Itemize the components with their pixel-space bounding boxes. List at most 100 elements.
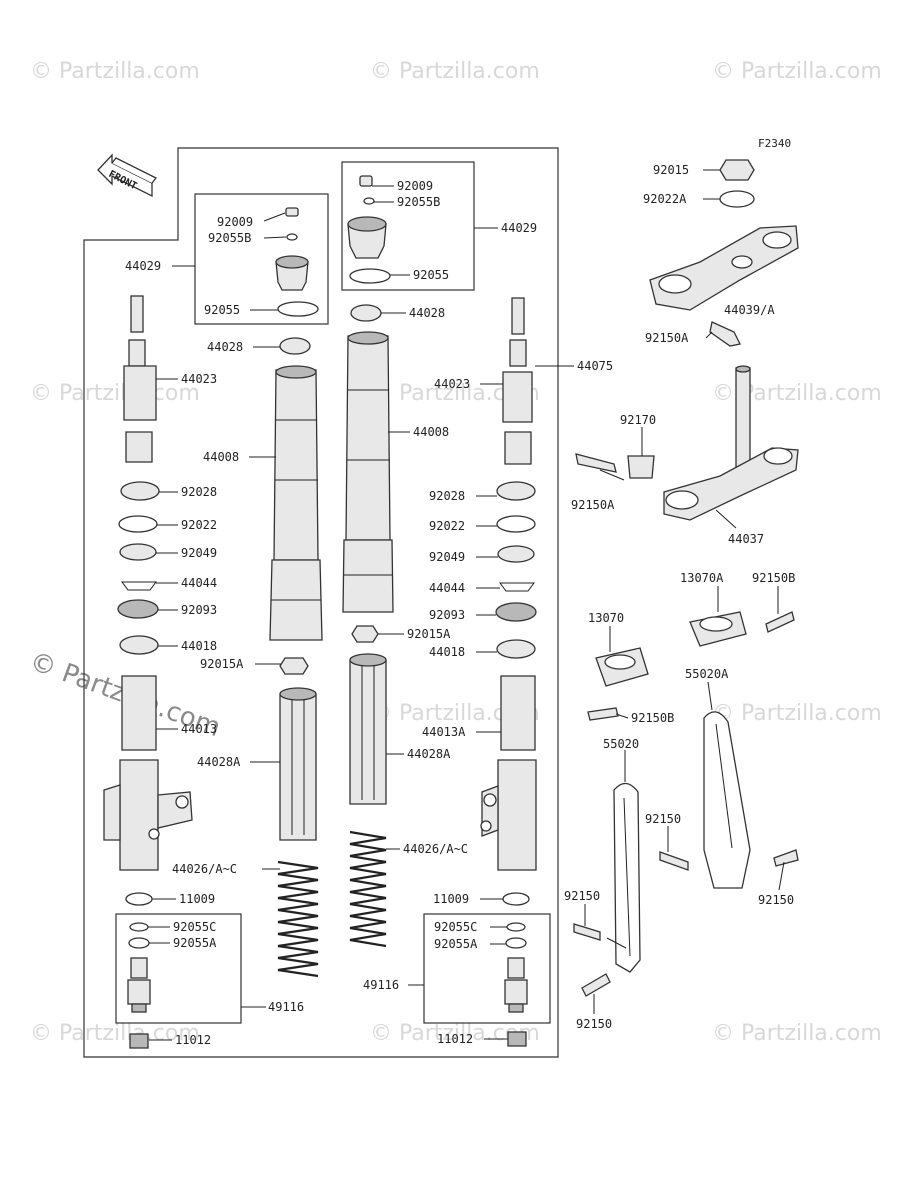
label-92055-left[interactable]: 92055 <box>204 303 240 317</box>
fork-guard-55020A-icon <box>703 711 751 889</box>
label-44013[interactable]: 44013 <box>181 722 217 736</box>
outer-tube-right-icon <box>342 331 394 613</box>
figure-code: F2340 <box>758 137 791 150</box>
label-92150-a[interactable]: 92150 <box>645 812 681 826</box>
label-92150B-top[interactable]: 92150B <box>752 571 795 585</box>
label-92093-right[interactable]: 92093 <box>429 608 465 622</box>
label-92150-c[interactable]: 92150 <box>564 889 600 903</box>
label-49116-right[interactable]: 49116 <box>363 978 399 992</box>
label-92150B-mid[interactable]: 92150B <box>631 711 674 725</box>
label-44029-right[interactable]: 44029 <box>501 221 537 235</box>
bolt-92150A-mid-icon <box>575 453 617 473</box>
bolt-92150-b-icon <box>773 849 799 867</box>
label-92170[interactable]: 92170 <box>620 413 656 427</box>
inner-tube-right-icon <box>480 675 537 871</box>
label-44008-right[interactable]: 44008 <box>413 425 449 439</box>
nut-92015A-left-icon <box>279 657 309 675</box>
valve-body-left-icon <box>127 957 151 1013</box>
ring-44028-left-icon <box>279 337 311 355</box>
label-44013A[interactable]: 44013A <box>422 725 466 739</box>
label-44029-left[interactable]: 44029 <box>125 259 161 273</box>
label-44044-right[interactable]: 44044 <box>429 581 465 595</box>
label-92055C-left[interactable]: 92055C <box>173 920 216 934</box>
upper-clamp-44039-icon <box>649 225 799 311</box>
label-92049-right[interactable]: 92049 <box>429 550 465 564</box>
label-44018-right[interactable]: 44018 <box>429 645 465 659</box>
label-92009-right[interactable]: 92009 <box>397 179 433 193</box>
label-44028-right[interactable]: 44028 <box>409 306 445 320</box>
label-44018-left[interactable]: 44018 <box>181 639 217 653</box>
cap-11012-left-icon <box>129 1033 149 1049</box>
label-44023-left[interactable]: 44023 <box>181 372 217 386</box>
label-92022A[interactable]: 92022A <box>643 192 687 206</box>
bolt-92150B-top-icon <box>765 611 795 633</box>
front-arrow-icon: FRONT <box>97 153 158 198</box>
valve-box-right <box>423 913 551 1024</box>
label-44075[interactable]: 44075 <box>577 359 613 373</box>
label-92009-left[interactable]: 92009 <box>217 215 253 229</box>
clip-44044-right-icon <box>499 582 535 592</box>
ring-44028-right-icon <box>350 304 382 322</box>
label-13070A[interactable]: 13070A <box>680 571 724 585</box>
nut-92015A-right-icon <box>351 625 379 643</box>
label-11009-right[interactable]: 11009 <box>433 892 469 906</box>
label-44026-left[interactable]: 44026/A~C <box>172 862 237 876</box>
label-44008-left[interactable]: 44008 <box>203 450 239 464</box>
label-92049-left[interactable]: 92049 <box>181 546 217 560</box>
bolt-92150B-mid-icon <box>587 707 619 721</box>
label-13070[interactable]: 13070 <box>588 611 624 625</box>
fork-assembly-frame <box>83 147 559 1058</box>
cap-11012-right-icon <box>507 1031 527 1047</box>
label-44028-left[interactable]: 44028 <box>207 340 243 354</box>
oring-92055A-left-icon <box>128 937 150 949</box>
label-92150-b[interactable]: 92150 <box>758 893 794 907</box>
label-44026-right[interactable]: 44026/A~C <box>403 842 468 856</box>
bolt-92150-d-icon <box>581 973 611 997</box>
label-92028-left[interactable]: 92028 <box>181 485 217 499</box>
seal-92093-left-icon <box>117 599 159 619</box>
label-44028A-left[interactable]: 44028A <box>197 755 241 769</box>
label-92055C-right[interactable]: 92055C <box>434 920 477 934</box>
label-92093-left[interactable]: 92093 <box>181 603 217 617</box>
leader-lines <box>148 169 785 1041</box>
label-44037[interactable]: 44037 <box>728 532 764 546</box>
label-11012-left[interactable]: 11012 <box>175 1033 211 1047</box>
label-92015[interactable]: 92015 <box>653 163 689 177</box>
label-92028-right[interactable]: 92028 <box>429 489 465 503</box>
label-55020A[interactable]: 55020A <box>685 667 729 681</box>
bolt-92150A-top-icon <box>709 321 741 347</box>
bolt-92150-a-icon <box>659 851 689 871</box>
label-49116-left[interactable]: 49116 <box>268 1000 304 1014</box>
damper-rod-right-icon <box>502 297 533 465</box>
label-92015A-right[interactable]: 92015A <box>407 627 451 641</box>
damper-rod-left-icon <box>123 295 157 463</box>
label-92150A-top[interactable]: 92150A <box>645 331 689 345</box>
label-92055A-left[interactable]: 92055A <box>173 936 217 950</box>
label-92055-right[interactable]: 92055 <box>413 268 449 282</box>
label-44044-left[interactable]: 44044 <box>181 576 217 590</box>
label-11009-left[interactable]: 11009 <box>179 892 215 906</box>
label-44023-right[interactable]: 44023 <box>434 377 470 391</box>
label-55020[interactable]: 55020 <box>603 737 639 751</box>
watermark: © Partzilla.com <box>712 1021 882 1046</box>
oring-92055C-right-icon <box>506 922 526 932</box>
label-92055B-right[interactable]: 92055B <box>397 195 440 209</box>
label-92022-right[interactable]: 92022 <box>429 519 465 533</box>
bushing-92028-right-icon <box>496 481 536 501</box>
label-92022-left[interactable]: 92022 <box>181 518 217 532</box>
cap-bolt-left-icon <box>275 207 319 317</box>
label-92055A-right[interactable]: 92055A <box>434 937 478 951</box>
washer-92022-left-icon <box>118 515 158 533</box>
label-92150-d[interactable]: 92150 <box>576 1017 612 1031</box>
holder-13070A-icon <box>689 611 747 647</box>
guide-44018-left-icon <box>119 635 159 655</box>
label-92150A-mid[interactable]: 92150A <box>571 498 615 512</box>
label-44028A-right[interactable]: 44028A <box>407 747 451 761</box>
label-44039A[interactable]: 44039/A <box>724 303 775 317</box>
washer-92022A-icon <box>719 190 755 208</box>
label-11012-right[interactable]: 11012 <box>437 1032 473 1046</box>
clamp-92170-icon <box>627 455 655 479</box>
label-92055B-left[interactable]: 92055B <box>208 231 251 245</box>
label-92015A-left[interactable]: 92015A <box>200 657 244 671</box>
